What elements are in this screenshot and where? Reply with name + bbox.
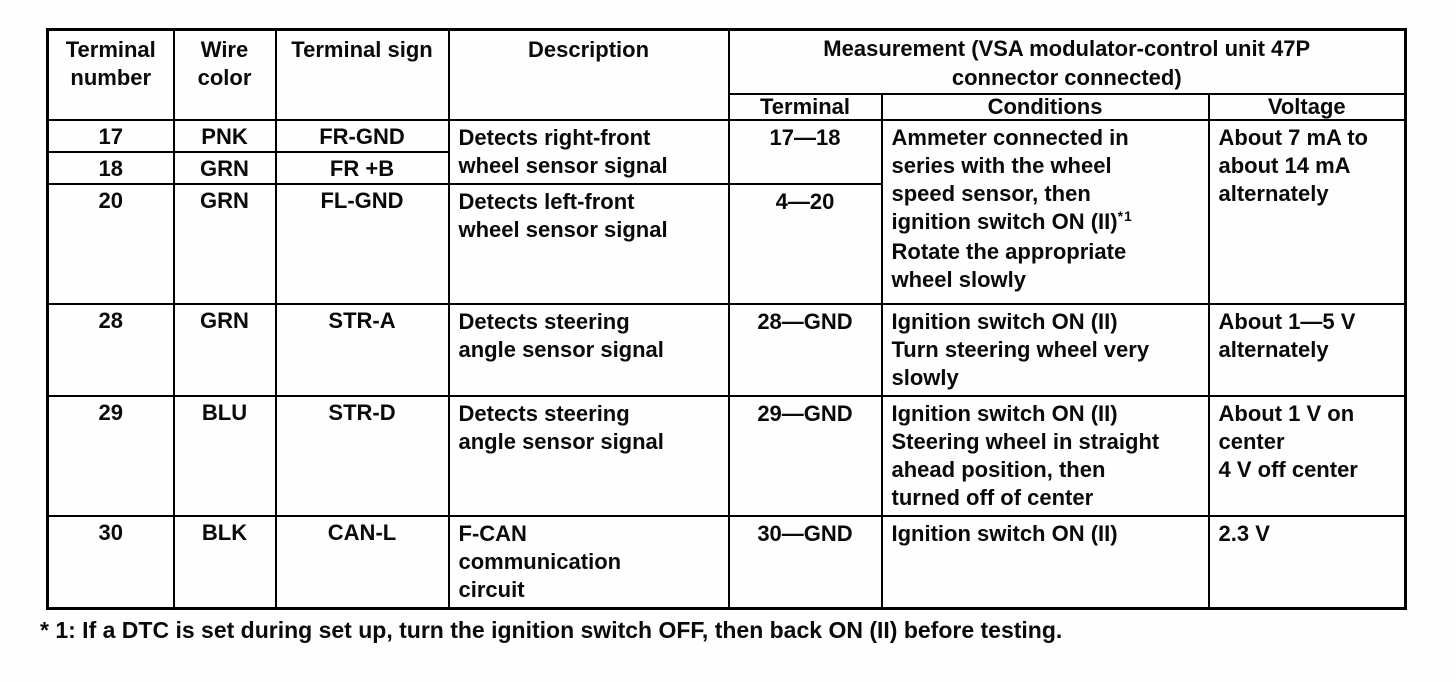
cell-meas-terminal-28: 28—GND — [727, 302, 883, 397]
cell-voltage-28: About 1—5 V alternately — [1207, 302, 1407, 397]
cell-meas-terminal-17-18: 17—18 — [727, 118, 883, 185]
cell-wire-29: BLU — [172, 394, 277, 517]
header-description-label: Description — [527, 37, 650, 62]
conditions-text: Ignition switch ON (II) Steering wheel i… — [891, 400, 1160, 510]
conditions-text: Ignition switch ON (II) Turn steering wh… — [891, 308, 1150, 390]
description-text: Detects left-front wheel sensor signal — [458, 188, 668, 242]
cell-number-20: 20 — [46, 182, 175, 305]
table-row-17: 17 PNK FR-GND Detects right-front wheel … — [46, 118, 1407, 305]
cell-voltage-29: About 1 V on center 4 V off center — [1207, 394, 1407, 517]
cell-number-18: 18 — [46, 150, 175, 185]
footnote-ref-superscript: *1 — [1117, 207, 1133, 224]
cell-sign-30: CAN-L — [274, 514, 450, 610]
cell-description-29: Detects steering angle sensor signal — [447, 394, 730, 517]
cell-wire-28: GRN — [172, 302, 277, 397]
header-measurement-label: Measurement (VSA modulator-control unit … — [823, 36, 1311, 90]
conditions-text-rest: Rotate the appropriate wheel slowly — [891, 238, 1127, 292]
cell-description-20: Detects left-front wheel sensor signal — [447, 182, 730, 305]
cell-description-28: Detects steering angle sensor signal — [447, 302, 730, 397]
cell-wire-17: PNK — [172, 118, 277, 153]
cell-sign-29: STR-D — [274, 394, 450, 517]
cell-sign-17: FR-GND — [274, 118, 450, 153]
cell-sign-18: FR +B — [274, 150, 450, 185]
cell-meas-terminal-30: 30—GND — [727, 514, 883, 610]
voltage-text: About 7 mA to about 14 mA alternately — [1218, 124, 1369, 206]
header-description: Description — [447, 28, 730, 121]
voltage-text: 2.3 V — [1218, 520, 1270, 546]
header-wire-color: Wire color — [172, 28, 277, 121]
cell-number-17: 17 — [46, 118, 175, 153]
cell-wire-20: GRN — [172, 182, 277, 305]
header-terminal-number-label: Terminal number — [65, 37, 156, 90]
table-row-29: 29 BLU STR-D Detects steering angle sens… — [46, 394, 1407, 517]
header-terminal-sign: Terminal sign — [274, 28, 450, 121]
header-wire-color-label: Wire color — [197, 37, 252, 90]
cell-meas-terminal-4-20: 4—20 — [727, 182, 883, 305]
cell-description-30: F-CAN communication circuit — [447, 514, 730, 610]
conditions-text: Ignition switch ON (II) — [891, 520, 1118, 546]
header-terminal-number: Terminal number — [46, 28, 175, 121]
footnote: * 1: If a DTC is set during set up, turn… — [40, 617, 1063, 643]
voltage-text: About 1—5 V alternately — [1218, 308, 1356, 362]
header-sub-terminal: Terminal — [727, 92, 883, 121]
cell-sign-20: FL-GND — [274, 182, 450, 305]
cell-conditions-28: Ignition switch ON (II) Turn steering wh… — [880, 302, 1210, 397]
table-row-30: 30 BLK CAN-L F-CAN communication circuit… — [46, 514, 1407, 610]
cell-conditions-30: Ignition switch ON (II) — [880, 514, 1210, 610]
table-row-20: 20 GRN FL-GND Detects left-front wheel s… — [46, 182, 1406, 305]
cell-voltage-block1: About 7 mA to about 14 mA alternately — [1207, 118, 1407, 305]
table-row-28: 28 GRN STR-A Detects steering angle sens… — [46, 302, 1407, 397]
header-sub-conditions: Conditions — [880, 92, 1210, 121]
cell-voltage-30: 2.3 V — [1207, 514, 1407, 610]
conditions-text-main: Ammeter connected in series with the whe… — [891, 124, 1129, 234]
cell-wire-18: GRN — [172, 150, 277, 185]
cell-conditions-block1: Ammeter connected in series with the whe… — [880, 118, 1210, 305]
voltage-text: About 1 V on center 4 V off center — [1218, 400, 1358, 482]
cell-number-30: 30 — [46, 514, 175, 610]
terminal-spec-table: Terminal number Wire color Terminal sign… — [46, 28, 1407, 610]
cell-number-28: 28 — [46, 302, 175, 397]
cell-description-17-18: Detects right-front wheel sensor signal — [447, 118, 730, 185]
cell-wire-30: BLK — [172, 514, 277, 610]
conditions-text: Ammeter connected in series with the whe… — [892, 124, 1200, 294]
description-text: Detects steering angle sensor signal — [458, 400, 664, 454]
cell-number-29: 29 — [46, 394, 175, 517]
description-text: Detects steering angle sensor signal — [458, 308, 664, 362]
header-terminal-sign-label: Terminal sign — [291, 37, 433, 62]
header-measurement: Measurement (VSA modulator-control unit … — [727, 28, 1407, 95]
description-text: F-CAN communication circuit — [458, 520, 622, 602]
table-row-18: 18 GRN FR +B — [46, 150, 1406, 185]
header-sub-voltage: Voltage — [1207, 92, 1407, 121]
cell-sign-28: STR-A — [274, 302, 450, 397]
description-text: Detects right-front wheel sensor signal — [458, 124, 668, 178]
cell-conditions-29: Ignition switch ON (II) Steering wheel i… — [880, 394, 1210, 517]
cell-meas-terminal-29: 29—GND — [727, 394, 883, 517]
